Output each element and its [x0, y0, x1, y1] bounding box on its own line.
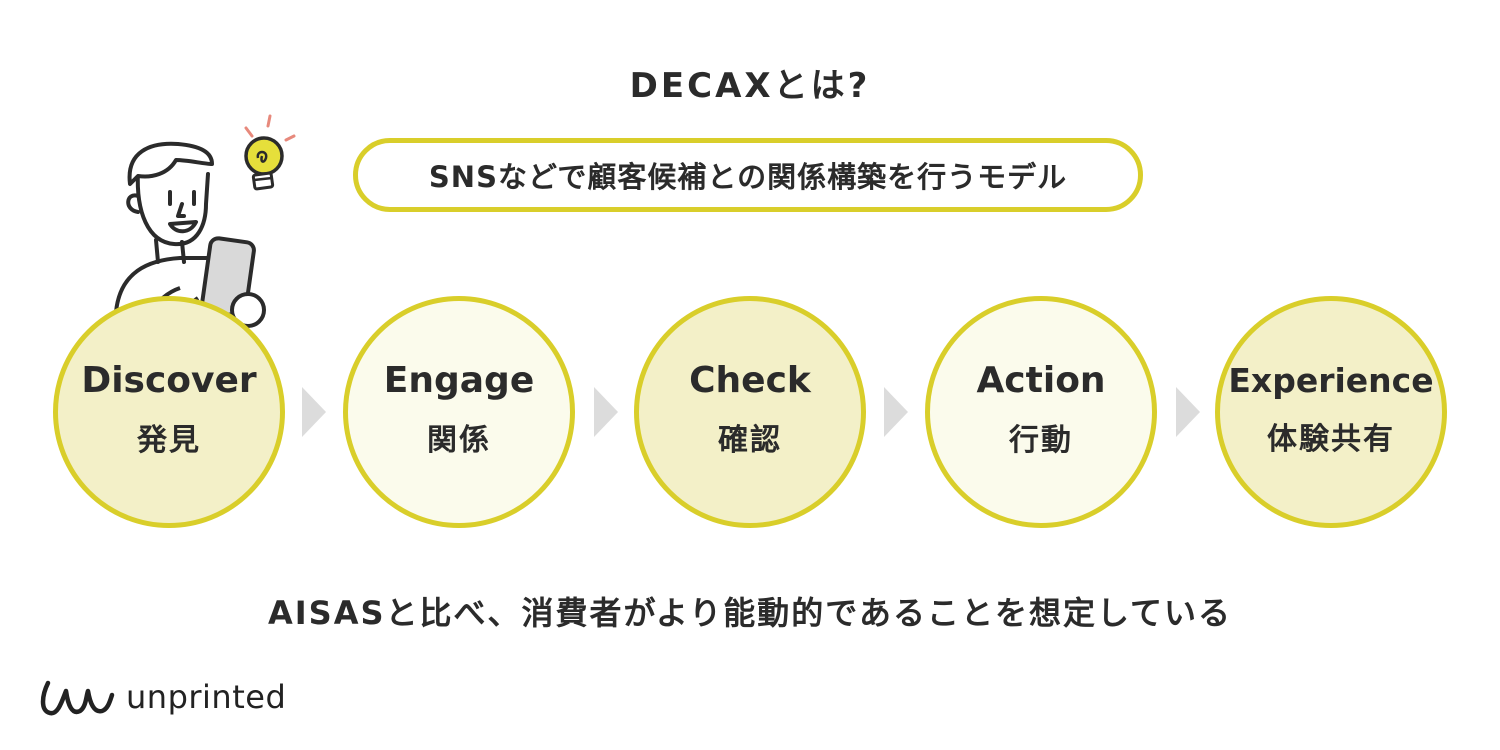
step-label-en: Action: [976, 359, 1106, 401]
step-experience: Experience 体験共有: [1215, 296, 1447, 528]
diagram-title: DECAXとは?: [629, 66, 871, 106]
step-label-jp: 関係: [427, 422, 491, 458]
unprinted-logo: unprinted: [38, 672, 286, 722]
step-label-jp: 発見: [137, 422, 201, 458]
step-check: Check 確認: [634, 296, 866, 528]
model-description-text: SNSなどで顧客候補との関係構築を行うモデル: [428, 160, 1068, 194]
step-label-en: Check: [689, 359, 811, 401]
arrow-right-icon: [884, 387, 908, 437]
arrow-right-icon: [302, 387, 326, 437]
step-label-jp: 確認: [718, 422, 782, 458]
summary-text: AISASと比べ、消費者がより能動的であることを想定している: [267, 594, 1232, 632]
step-discover: Discover 発見: [53, 296, 285, 528]
model-description-pill: SNSなどで顧客候補との関係構築を行うモデル: [353, 138, 1143, 212]
step-label-jp: 体験共有: [1267, 421, 1395, 457]
lightbulb-icon: [244, 114, 296, 191]
arrow-right-icon: [1176, 387, 1200, 437]
unprinted-logo-mark-icon: [40, 680, 115, 716]
step-engage: Engage 関係: [343, 296, 575, 528]
person-with-phone-icon: [114, 141, 266, 328]
step-label-en: Discover: [81, 359, 257, 401]
decax-steps: Discover 発見 Engage 関係 Check 確認 Action 行動…: [0, 296, 1500, 528]
step-label-jp: 行動: [1009, 422, 1073, 458]
step-label-en: Experience: [1228, 360, 1434, 400]
step-label-en: Engage: [383, 359, 535, 401]
arrow-right-icon: [594, 387, 618, 437]
logo-text: unprinted: [126, 678, 287, 716]
step-action: Action 行動: [925, 296, 1157, 528]
